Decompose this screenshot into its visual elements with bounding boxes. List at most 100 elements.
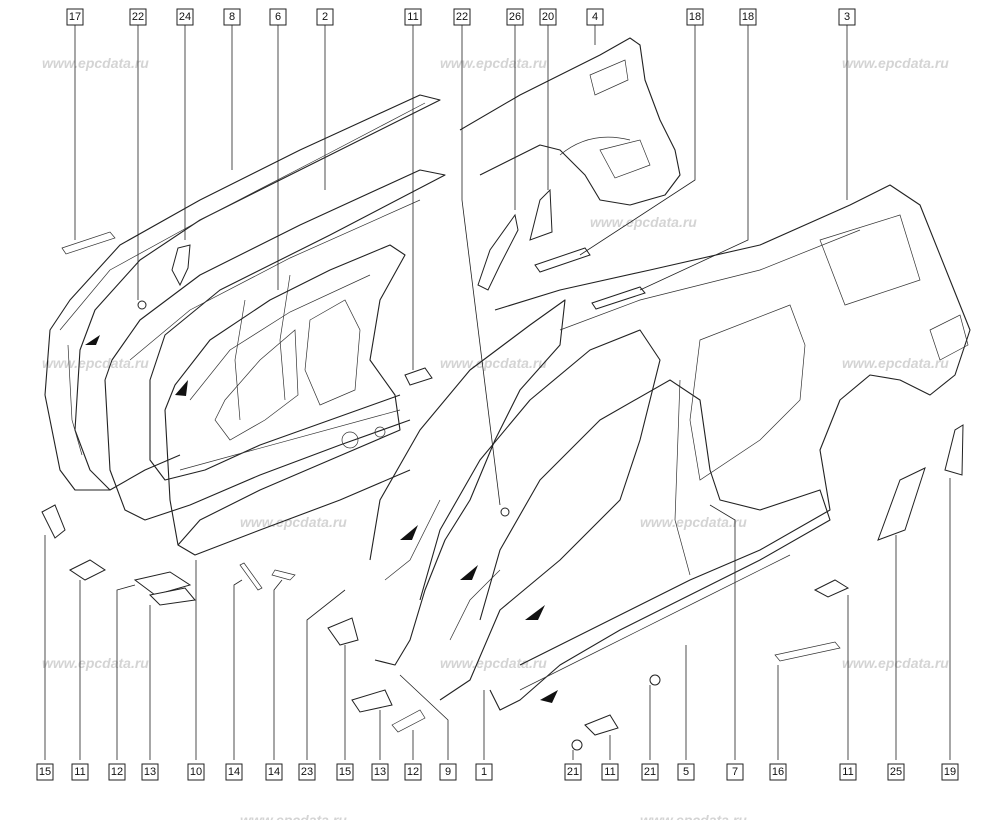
cap-11-c [813, 579, 850, 598]
callout-label: 13 [371, 763, 389, 781]
svg-text:18: 18 [689, 11, 701, 23]
callout-label: 21 [641, 763, 659, 781]
callout-label: 26 [506, 8, 524, 26]
bolt-22-left [137, 300, 147, 310]
svg-text:16: 16 [772, 766, 784, 778]
strip-12-mid [391, 709, 426, 733]
callout-label: 3 [838, 8, 856, 26]
svg-text:14: 14 [228, 766, 240, 778]
watermark-text: www.epcdata.ru [440, 55, 547, 71]
callout-label: 14 [225, 763, 243, 781]
bracket-18b [591, 286, 646, 310]
svg-text:15: 15 [39, 766, 51, 778]
svg-text:24: 24 [179, 11, 191, 23]
bracket-18a [534, 247, 591, 273]
watermark-text: www.epcdata.ru [640, 812, 747, 820]
callout-label: 17 [66, 8, 84, 26]
rivet-21-a [571, 739, 583, 751]
svg-text:15: 15 [339, 766, 351, 778]
callout-label: 15 [336, 763, 354, 781]
cap-11-a [69, 559, 106, 581]
svg-text:3: 3 [844, 11, 850, 23]
svg-text:25: 25 [890, 766, 902, 778]
callout-label: 20 [539, 8, 557, 26]
watermark-text: www.epcdata.ru [240, 514, 347, 530]
bracket-13-mid [351, 689, 393, 713]
callout-label: 19 [941, 763, 959, 781]
svg-text:22: 22 [132, 11, 144, 23]
callout-label: 23 [298, 763, 316, 781]
callout-label: 11 [71, 763, 89, 781]
cap-11-b [584, 714, 619, 736]
callout-label: 10 [187, 763, 205, 781]
callout-label: 22 [453, 8, 471, 26]
direction-arrows [85, 335, 558, 703]
svg-text:12: 12 [407, 766, 419, 778]
callout-label: 11 [839, 763, 857, 781]
clip-15-mid [327, 617, 359, 646]
callout-label: 8 [223, 8, 241, 26]
callout-label: 1 [475, 763, 493, 781]
body-side-complete [494, 184, 971, 666]
rear-quarter-panel [459, 37, 681, 206]
svg-text:4: 4 [592, 11, 598, 23]
callout-label: 24 [176, 8, 194, 26]
callout-label: 9 [439, 763, 457, 781]
svg-text:23: 23 [301, 766, 313, 778]
callouts-top: 17 22 24 8 6 2 11 22 26 20 4 18 18 3 [66, 8, 856, 26]
svg-text:12: 12 [111, 766, 123, 778]
svg-text:26: 26 [509, 11, 521, 23]
callout-label: 11 [404, 8, 422, 26]
svg-text:11: 11 [74, 766, 85, 778]
callout-label: 4 [586, 8, 604, 26]
svg-text:21: 21 [644, 766, 656, 778]
strip-17 [61, 231, 116, 255]
body-side-inner-3 [479, 379, 831, 711]
callout-label: 7 [726, 763, 744, 781]
side-panel-inner [164, 244, 411, 556]
svg-text:22: 22 [456, 11, 468, 23]
callouts-bottom: 15 11 12 13 10 14 14 23 15 13 12 9 1 21 … [36, 763, 959, 781]
strip-14-b [271, 569, 296, 581]
clip-24 [171, 244, 191, 287]
watermark-text: www.epcdata.ru [842, 55, 949, 71]
svg-text:6: 6 [275, 11, 281, 23]
svg-text:11: 11 [842, 766, 853, 778]
callout-label: 25 [887, 763, 905, 781]
trim-piece-26 [477, 213, 519, 291]
body-side-inner-1 [369, 299, 566, 666]
svg-text:2: 2 [322, 11, 328, 23]
watermark-text: www.epcdata.ru [240, 812, 347, 820]
small-parts-lower [41, 424, 964, 751]
callout-label: 21 [564, 763, 582, 781]
svg-text:19: 19 [944, 766, 956, 778]
watermark-text: www.epcdata.ru [440, 355, 547, 371]
strip-14-a [239, 562, 263, 591]
watermark-text: www.epcdata.ru [42, 55, 149, 71]
svg-text:13: 13 [144, 766, 156, 778]
watermark-text: www.epcdata.ru [842, 355, 949, 371]
strip-16 [774, 641, 841, 662]
svg-text:17: 17 [69, 11, 81, 23]
watermark-text: www.epcdata.ru [590, 214, 697, 230]
watermark-text: www.epcdata.ru [440, 655, 547, 671]
callout-label: 14 [265, 763, 283, 781]
bracket-11-upper [404, 367, 433, 386]
callout-label: 16 [769, 763, 787, 781]
body-side-inner-2 [419, 329, 661, 701]
svg-text:18: 18 [742, 11, 754, 23]
panel-19 [944, 424, 964, 476]
callout-label: 11 [601, 763, 619, 781]
svg-text:13: 13 [374, 766, 386, 778]
callout-label: 13 [141, 763, 159, 781]
svg-text:5: 5 [683, 766, 689, 778]
callout-label: 22 [129, 8, 147, 26]
svg-text:11: 11 [407, 11, 418, 23]
watermarks: www.epcdata.ru www.epcdata.ru www.epcdat… [42, 55, 949, 820]
callout-label: 12 [404, 763, 422, 781]
small-parts-upper [61, 188, 646, 517]
callout-label: 5 [677, 763, 695, 781]
bracket-12-left [133, 571, 192, 596]
bolt-22-right [500, 507, 510, 517]
